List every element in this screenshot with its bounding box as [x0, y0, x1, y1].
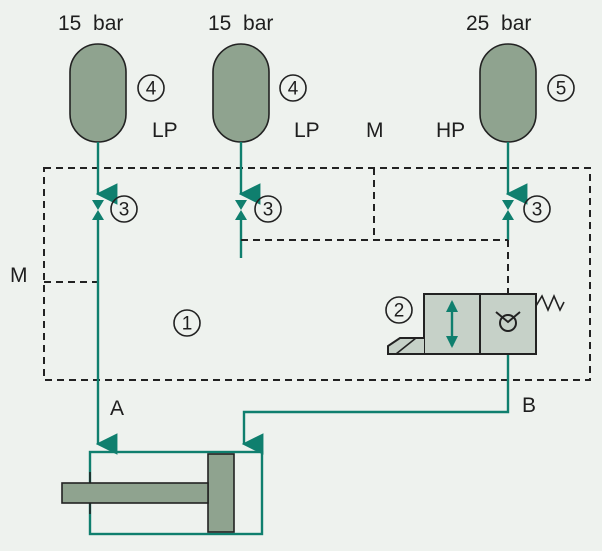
- badge-acc-left: 4: [137, 74, 165, 102]
- accumulator-right: [479, 43, 537, 143]
- label-m-left: M: [10, 264, 28, 287]
- badge-valve-left: 3: [110, 195, 138, 223]
- badge-valve-right-text: 3: [532, 200, 543, 221]
- badge-acc-middle: 4: [279, 74, 307, 102]
- pressure-label-right: 25 bar: [466, 12, 531, 35]
- pressure-label-left: 15 bar: [58, 12, 123, 35]
- accumulator-left: [69, 43, 127, 143]
- badge-acc-right: 5: [547, 74, 575, 102]
- directional-valve: [387, 293, 565, 355]
- label-hp: HP: [436, 119, 465, 142]
- badge-valve-right: 3: [523, 195, 551, 223]
- label-port-a: A: [110, 397, 124, 420]
- piston: [207, 453, 235, 533]
- check-valve-icon: [235, 200, 247, 220]
- check-valve-icon: [92, 200, 104, 220]
- double-arrow-head-down: [446, 336, 458, 348]
- badge-valve-left-text: 3: [119, 200, 130, 221]
- valve-right: [502, 200, 514, 220]
- badge-valve-middle: 3: [254, 195, 282, 223]
- badge-acc-left-text: 4: [146, 79, 157, 100]
- label-port-b: B: [522, 394, 536, 417]
- badge-directional-valve-text: 2: [394, 301, 405, 322]
- check-ball-icon: [499, 314, 517, 332]
- label-lp-left: LP: [152, 119, 178, 142]
- badge-block-text: 1: [182, 314, 193, 335]
- spring-icon: [535, 293, 565, 313]
- badge-acc-right-text: 5: [556, 79, 567, 100]
- accumulator-icon: [69, 43, 127, 143]
- badge-directional-valve: 2: [385, 296, 413, 324]
- solenoid-diagonal: [395, 337, 417, 355]
- flow-lines: [95, 142, 528, 455]
- badge-acc-middle-text: 4: [288, 79, 299, 100]
- piston-rod: [61, 482, 209, 504]
- valve-middle: [235, 200, 247, 220]
- badge-block: 1: [173, 309, 201, 337]
- valve-body-right: [479, 293, 537, 355]
- label-m-top: M: [366, 119, 384, 142]
- accumulator-middle: [212, 43, 270, 143]
- manifold-block: [43, 167, 591, 381]
- flow-line-b: [241, 354, 510, 455]
- accumulator-icon: [479, 43, 537, 143]
- label-lp-middle: LP: [294, 119, 320, 142]
- hydraulic-cylinder: [61, 450, 264, 536]
- accumulator-icon: [212, 43, 270, 143]
- check-seat-icon: [495, 311, 521, 324]
- valve-left: [92, 200, 104, 220]
- badge-valve-middle-text: 3: [263, 200, 274, 221]
- double-arrow-head-up: [446, 300, 458, 312]
- check-valve-icon: [502, 200, 514, 220]
- pressure-label-middle: 15 bar: [208, 12, 273, 35]
